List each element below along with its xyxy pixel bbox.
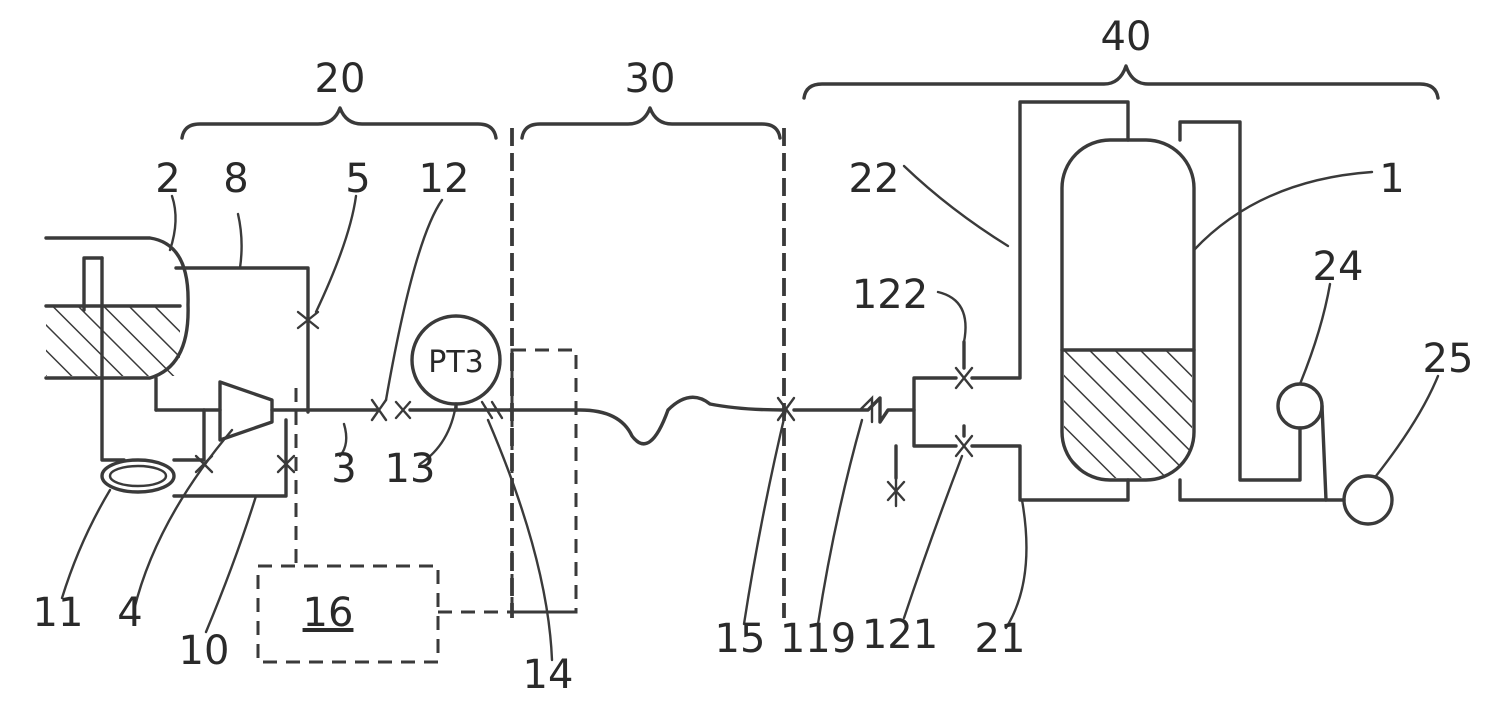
label-4: 4: [117, 590, 142, 636]
brace-group-40: [804, 66, 1438, 98]
leader-1: [1194, 172, 1372, 250]
label-11: 11: [33, 590, 84, 636]
valve-121: [956, 436, 972, 456]
tank-top-line: [1180, 122, 1300, 480]
label-12: 12: [419, 156, 470, 202]
brace-group-20: [182, 108, 496, 138]
label-22: 22: [849, 156, 900, 202]
pipe-2-hatch: [46, 306, 180, 376]
label-119: 119: [780, 616, 856, 662]
label-13: 13: [385, 446, 436, 492]
label-121: 121: [862, 612, 938, 658]
line-22: [972, 102, 1128, 378]
leader-2: [170, 196, 176, 250]
compressor-4: [220, 382, 272, 440]
leader-22: [904, 166, 1008, 246]
label-21: 21: [975, 616, 1026, 662]
leader-25: [1376, 376, 1438, 476]
leader-24: [1300, 284, 1330, 384]
brace-group-30: [522, 108, 780, 138]
leader-121: [904, 456, 962, 618]
leader-10: [206, 496, 256, 632]
label-25: 25: [1423, 336, 1474, 382]
leader-11: [62, 490, 110, 598]
label-8: 8: [223, 156, 248, 202]
label-5: 5: [345, 156, 370, 202]
tank-bottom-line: [1180, 480, 1344, 500]
valve-122: [956, 368, 972, 388]
label-3: 3: [331, 446, 356, 492]
line-24: [1322, 406, 1326, 500]
leader-119: [818, 420, 862, 624]
flexible-line: [510, 397, 784, 444]
tank-1-liquid: [1064, 350, 1192, 478]
label-2: 2: [155, 156, 180, 202]
pipe-2-inner: [84, 258, 102, 310]
component-11-disc-inner: [110, 466, 166, 486]
label-10: 10: [179, 628, 230, 674]
leader-15: [744, 410, 786, 624]
label-14: 14: [523, 652, 574, 698]
component-25: [1344, 476, 1392, 524]
label-16: 16: [303, 590, 354, 636]
line-to-tank: [794, 378, 956, 422]
label-1: 1: [1379, 156, 1404, 202]
dashed-box-14: [512, 350, 576, 612]
valve-12: [372, 400, 410, 420]
label-group-20: 20: [315, 56, 366, 102]
component-24: [1278, 384, 1322, 428]
label-122: 122: [852, 272, 928, 318]
label-24: 24: [1313, 244, 1364, 290]
leader-4: [134, 430, 232, 610]
label-group-40: 40: [1101, 14, 1152, 60]
label-group-30: 30: [625, 56, 676, 102]
leader-8: [238, 214, 242, 268]
leader-122: [938, 292, 966, 342]
drain-valve: [888, 478, 904, 506]
label-15: 15: [715, 616, 766, 662]
bottom-left-line: [174, 410, 204, 460]
leader-14: [488, 420, 552, 660]
leader-21: [1006, 500, 1026, 628]
pt3-label: PT3: [428, 345, 484, 380]
drain-branch: [914, 410, 956, 446]
leader-5: [316, 196, 356, 312]
